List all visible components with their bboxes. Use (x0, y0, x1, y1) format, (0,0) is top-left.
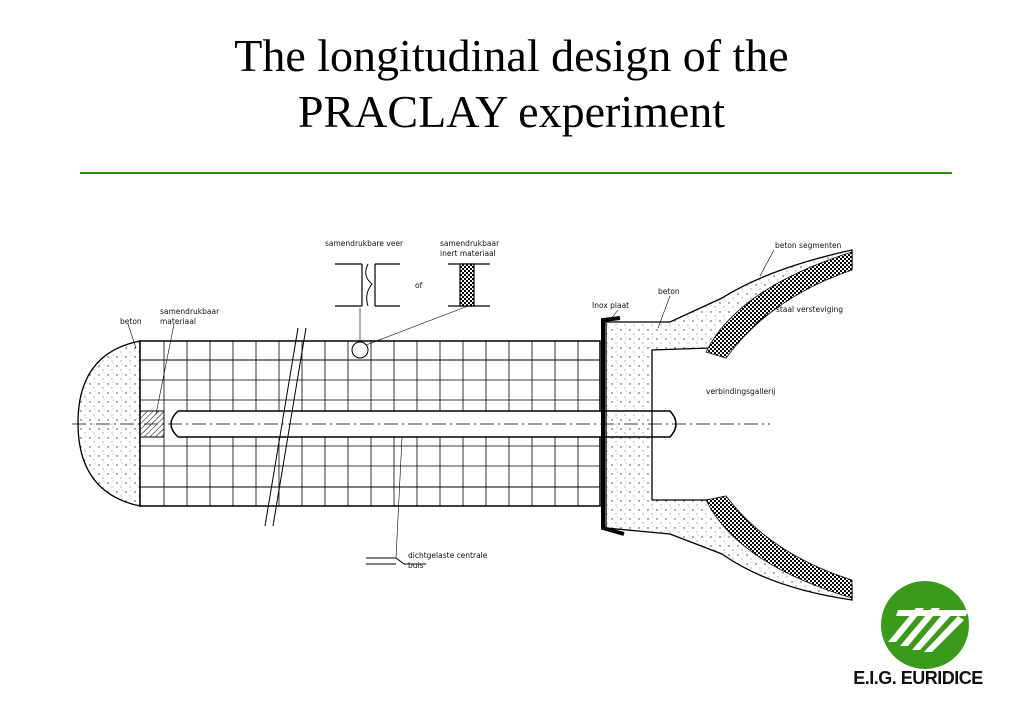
label-steel-reinforcement: staal versteviging (776, 305, 843, 314)
label-central-tube-2: buis (408, 561, 424, 570)
label-compressible-material-1: samendrukbaar (160, 307, 220, 316)
break-line (264, 327, 307, 527)
right-concrete-body (605, 249, 853, 601)
slide-title: The longitudinal design of the PRACLAY e… (0, 28, 1023, 140)
title-line-1: The longitudinal design of the (234, 30, 789, 81)
label-concrete-right: beton (658, 287, 680, 296)
inox-plate (601, 316, 625, 536)
label-connecting-gallery: verbindingsgallerij (706, 387, 775, 396)
concrete-segments-top (705, 251, 853, 359)
label-central-tube-1: dichtgelaste centrale (408, 551, 488, 560)
title-line-2: PRACLAY experiment (297, 86, 726, 137)
label-compressible-inert-2: inert materiaal (440, 249, 496, 258)
detail-spring (335, 263, 400, 307)
concrete-segments-bottom (705, 495, 853, 599)
euridice-logo-icon (881, 581, 969, 669)
logo-text: E.I.G. EURIDICE (853, 668, 983, 688)
label-compressible-inert-1: samendrukbaar (440, 239, 500, 248)
praclay-diagram: samendrukbare veer samendrukbaar inert m… (72, 239, 853, 601)
label-concrete-segments: beton segmenten (775, 241, 842, 250)
label-compressible-material-2: materiaal (160, 317, 196, 326)
label-inox-plate: Inox plaat (592, 301, 629, 310)
label-concrete-left: beton (120, 317, 142, 326)
title-divider (80, 172, 952, 174)
detail-inert (448, 263, 490, 307)
weld-symbol (366, 557, 426, 565)
central-tube (170, 410, 677, 438)
label-or: of (415, 281, 423, 290)
label-compressible-spring: samendrukbare veer (325, 239, 404, 248)
left-concrete-cap (77, 340, 141, 507)
